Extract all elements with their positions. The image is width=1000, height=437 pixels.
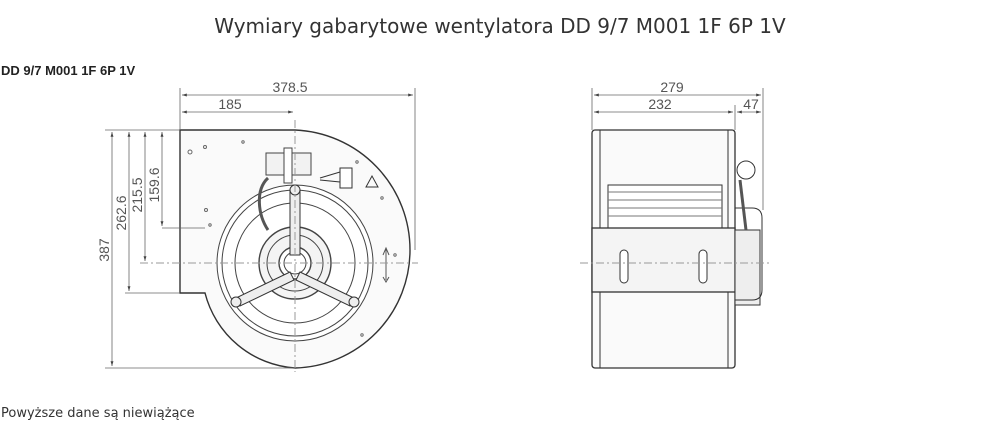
dim-housing-depth: 232 bbox=[648, 96, 672, 112]
dim-overall-height: 387 bbox=[96, 238, 112, 262]
dim-axis-offset: 185 bbox=[218, 96, 242, 112]
front-dimensions bbox=[105, 88, 416, 369]
mounting-band bbox=[591, 227, 736, 293]
terminal-block bbox=[319, 167, 353, 189]
page-title: Wymiary gabarytowe wentylatora DD 9/7 M0… bbox=[214, 14, 786, 38]
warning-icon bbox=[365, 174, 379, 188]
dim-axis-height: 215.5 bbox=[129, 177, 145, 212]
dim-inlet-height: 159.6 bbox=[146, 167, 162, 202]
dim-outlet-height: 262.6 bbox=[113, 195, 129, 230]
dim-motor-protrusion: 47 bbox=[743, 96, 759, 112]
motor-side bbox=[734, 229, 761, 306]
dim-overall-width: 378.5 bbox=[272, 79, 307, 95]
dim-overall-depth: 279 bbox=[660, 79, 684, 95]
model-label: DD 9/7 M001 1F 6P 1V bbox=[1, 63, 136, 78]
front-view bbox=[140, 120, 418, 372]
side-view bbox=[580, 129, 770, 369]
disclaimer: Powyższe dane są niewiążące bbox=[1, 406, 195, 421]
impeller-blades bbox=[607, 184, 723, 229]
cable bbox=[257, 176, 270, 231]
rotation-arrow-icon bbox=[382, 246, 390, 283]
